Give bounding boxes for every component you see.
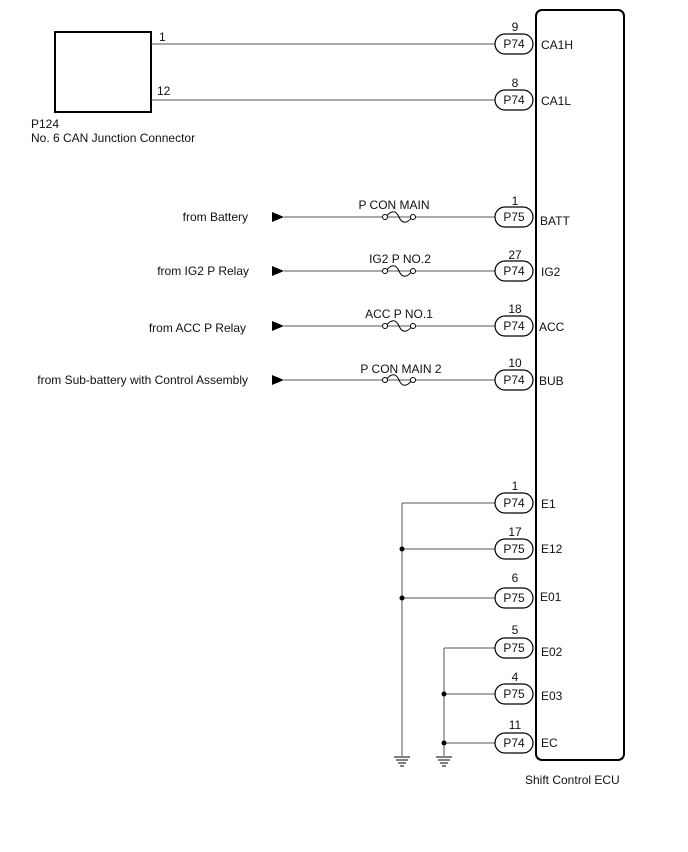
- ecu-name-label: Shift Control ECU: [525, 773, 620, 787]
- ground-left-icon: [394, 756, 410, 767]
- bub-connector-pill: [494, 369, 534, 391]
- e1-terminal-name: E1: [541, 497, 556, 511]
- acc-connector-pill: [494, 315, 534, 337]
- junction-connector-code: P124: [31, 117, 59, 131]
- e12-terminal-name: E12: [541, 542, 563, 556]
- e1-connector-code: P74: [503, 496, 525, 510]
- ig2-pin-number: 27: [508, 248, 522, 262]
- battery-fuse-end-right: [410, 214, 416, 220]
- ec-pin-number: 11: [509, 718, 522, 732]
- e03-terminal-name: E03: [541, 689, 563, 703]
- sub-battery-fuse-icon: [385, 374, 413, 386]
- battery-fuse-icon: [385, 211, 413, 223]
- ig2-connector-pill: [494, 260, 534, 282]
- e12-pin-number: 17: [508, 525, 522, 539]
- ig2-source-label: from IG2 P Relay: [157, 264, 249, 278]
- ca1l-connector-pill: [494, 89, 534, 111]
- e1-pin-number: 1: [512, 479, 519, 493]
- acc-terminal-name: ACC: [539, 320, 565, 334]
- ec-terminal-name: EC: [541, 736, 558, 750]
- ec-connector-pill: [494, 732, 534, 754]
- ec-connector-code: P74: [503, 736, 525, 750]
- ig2-connector-code: P74: [503, 264, 525, 278]
- bub-connector-code: P74: [503, 373, 525, 387]
- ca1l-connector-code: P74: [503, 93, 525, 107]
- ca1h-pin-number: 9: [512, 20, 519, 34]
- sub-battery-fuse-end-right: [410, 377, 416, 383]
- ca1l-terminal-name: CA1L: [541, 94, 571, 108]
- ground-circuits: [394, 502, 495, 767]
- sub-battery-source-label: from Sub-battery with Control Assembly: [37, 373, 248, 387]
- acc-fuse-end-left: [382, 323, 388, 329]
- e02-connector-code: P75: [503, 641, 525, 655]
- sub-battery-fuse-end-left: [382, 377, 388, 383]
- ec-junction-dot: [441, 740, 447, 746]
- batt-pin-number: 1: [512, 194, 519, 208]
- ig2-fuse-label: IG2 P NO.2: [369, 252, 431, 266]
- e01-connector-pill: [494, 587, 534, 609]
- ig2-fuse-icon: [385, 265, 413, 277]
- sub-battery-fuse-label: P CON MAIN 2: [360, 362, 441, 376]
- junction-pin-12-label: 12: [157, 84, 171, 98]
- battery-arrow-icon: [272, 212, 284, 222]
- shift-control-ecu-box: [535, 9, 625, 761]
- acc-fuse-icon: [385, 320, 413, 332]
- acc-fuse-label: ACC P NO.1: [365, 307, 433, 321]
- ca1h-connector-code: P74: [503, 37, 525, 51]
- batt-terminal-name: BATT: [540, 214, 570, 228]
- e01-pin-number: 6: [512, 571, 519, 585]
- junction-pin-1-label: 1: [159, 30, 166, 44]
- battery-fuse-end-left: [382, 214, 388, 220]
- acc-connector-code: P74: [503, 319, 525, 333]
- junction-connector-name: No. 6 CAN Junction Connector: [31, 131, 195, 145]
- e02-connector-pill: [494, 637, 534, 659]
- e02-terminal-name: E02: [541, 645, 563, 659]
- e01-connector-code: P75: [503, 591, 525, 605]
- e01-junction-dot: [399, 595, 405, 601]
- acc-pin-number: 18: [508, 302, 522, 316]
- ca1h-terminal-name: CA1H: [541, 38, 573, 52]
- sub-battery-circuit: [272, 374, 495, 386]
- battery-circuit: [272, 211, 495, 223]
- e12-junction-dot: [399, 546, 405, 552]
- batt-connector-code: P75: [503, 210, 525, 224]
- ca1l-pin-number: 8: [512, 76, 519, 90]
- battery-fuse-label: P CON MAIN: [358, 198, 429, 212]
- acc-source-label: from ACC P Relay: [149, 321, 246, 335]
- acc-fuse-end-right: [410, 323, 416, 329]
- e02-pin-number: 5: [512, 623, 519, 637]
- acc-arrow-icon: [272, 321, 284, 331]
- ig2-fuse-end-left: [382, 268, 388, 274]
- ecu-terminals: 9 P74 CA1H 8 P74 CA1L 1 P75 BATT 27 P74 …: [494, 20, 573, 754]
- power-circuits: [272, 211, 495, 386]
- ground-right-icon: [436, 756, 452, 767]
- ca1h-connector-pill: [494, 33, 534, 55]
- ig2-circuit: [272, 265, 495, 277]
- e03-connector-code: P75: [503, 687, 525, 701]
- e03-connector-pill: [494, 683, 534, 705]
- batt-connector-pill: [494, 206, 534, 228]
- junction-connector-box: [54, 31, 152, 113]
- e1-connector-pill: [494, 492, 534, 514]
- bub-pin-number: 10: [508, 356, 522, 370]
- e01-terminal-name: E01: [540, 590, 562, 604]
- ig2-arrow-icon: [272, 266, 284, 276]
- battery-source-label: from Battery: [183, 210, 248, 224]
- e03-pin-number: 4: [512, 670, 519, 684]
- e12-connector-code: P75: [503, 542, 525, 556]
- e12-connector-pill: [494, 538, 534, 560]
- bub-terminal-name: BUB: [539, 374, 564, 388]
- ig2-terminal-name: IG2: [541, 265, 561, 279]
- acc-circuit: [272, 320, 495, 332]
- ig2-fuse-end-right: [410, 268, 416, 274]
- sub-battery-arrow-icon: [272, 375, 284, 385]
- e03-junction-dot: [441, 691, 447, 697]
